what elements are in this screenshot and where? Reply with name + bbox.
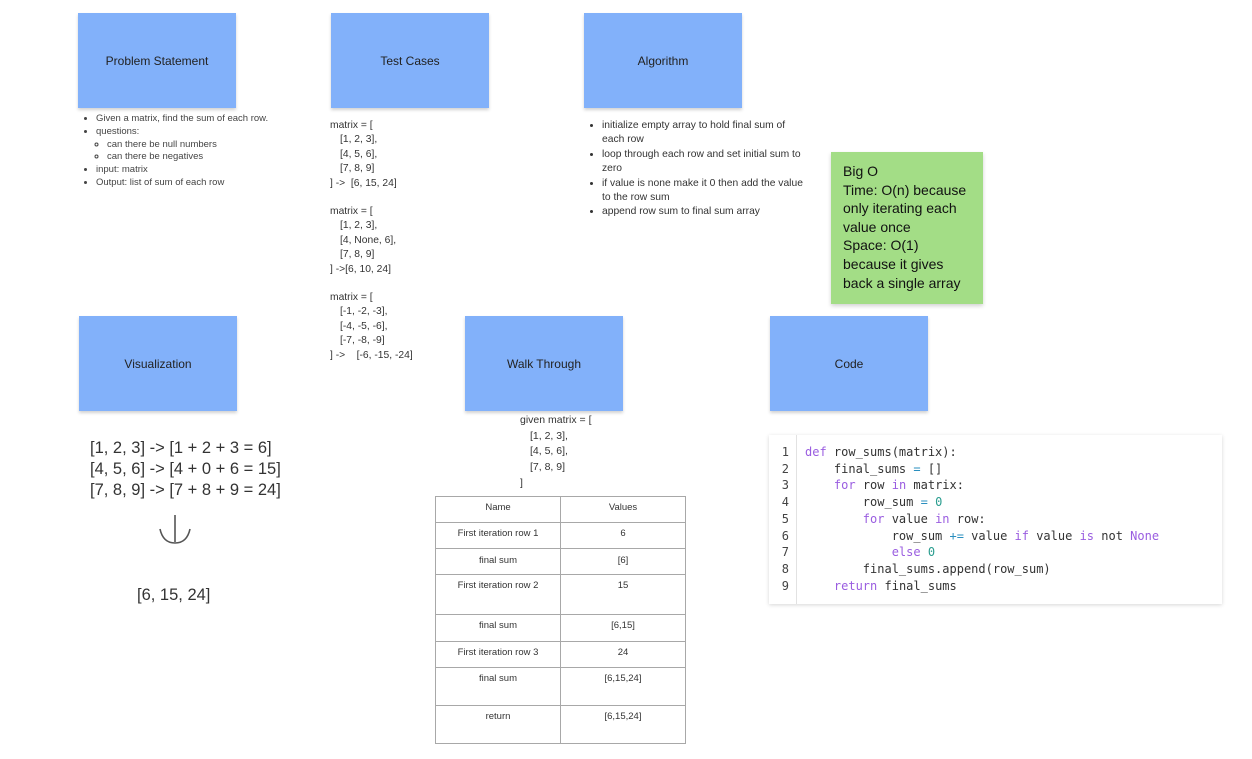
problem-notes: Given a matrix, find the sum of each row…: [80, 113, 320, 190]
table-row: final sum [6]: [435, 548, 686, 575]
visualization-result: [6, 15, 24]: [137, 586, 211, 604]
problem-statement-card[interactable]: Problem Statement: [78, 13, 236, 108]
card-label: Walk Through: [506, 356, 582, 371]
list-item: can there be negatives: [107, 151, 320, 164]
walk-through-card[interactable]: Walk Through: [465, 316, 623, 411]
table-header: Values: [560, 496, 686, 523]
algorithm-notes: initialize empty array to hold final sum…: [586, 119, 806, 220]
list-item: can there be null numbers: [107, 139, 320, 152]
list-item: loop through each row and set initial su…: [602, 148, 806, 177]
code-source: def row_sums(matrix): final_sums = [] fo…: [805, 445, 1160, 593]
visualization-text: [1, 2, 3] -> [1 + 2 + 3 = 6] [4, 5, 6] -…: [90, 439, 281, 499]
card-label: Test Cases: [380, 53, 440, 68]
big-o-sticky-note[interactable]: Big O Time: O(n) because only iterating …: [831, 152, 983, 304]
table-row: First iteration row 1 6: [435, 522, 686, 549]
algorithm-card[interactable]: Algorithm: [584, 13, 742, 108]
table-row: First iteration row 2 15: [435, 574, 686, 615]
test-case-3: matrix = [ [-1, -2, -3], [-4, -5, -6], […: [330, 292, 413, 361]
code-block[interactable]: 1 2 3 4 5 6 7 8 9 def row_sums(matrix): …: [769, 435, 1222, 604]
list-item: input: matrix: [96, 164, 320, 177]
list-item: if value is none make it 0 then add the …: [602, 177, 806, 206]
test-cases-text: matrix = [ [1, 2, 3], [4, 5, 6], [7, 8, …: [330, 119, 413, 377]
card-label: Problem Statement: [105, 53, 209, 68]
table-row: final sum [6,15,24]: [435, 667, 686, 706]
list-item: append row sum to final sum array: [602, 205, 806, 219]
card-label: Algorithm: [637, 53, 689, 68]
table-header: Name: [435, 496, 561, 523]
arrow-down-icon: [159, 515, 191, 544]
visualization-card[interactable]: Visualization: [79, 316, 237, 411]
walkthrough-table: Name Values First iteration row 1 6 fina…: [435, 496, 686, 744]
table-row: return [6,15,24]: [435, 705, 686, 744]
list-item: Output: list of sum of each row: [96, 177, 320, 190]
list-item: questions: can there be null numbers can…: [96, 126, 320, 164]
test-case-1: matrix = [ [1, 2, 3], [4, 5, 6], [7, 8, …: [330, 120, 397, 189]
list-item: Given a matrix, find the sum of each row…: [96, 113, 320, 126]
table-row: final sum [6,15]: [435, 614, 686, 642]
test-case-2: matrix = [ [1, 2, 3], [4, None, 6], [7, …: [330, 206, 397, 275]
card-label: Code: [834, 356, 864, 371]
table-row: First iteration row 3 24: [435, 641, 686, 668]
given-matrix: given matrix = [ [1, 2, 3], [4, 5, 6], […: [520, 414, 592, 489]
card-label: Visualization: [124, 356, 192, 371]
test-cases-card[interactable]: Test Cases: [331, 13, 489, 108]
list-item: initialize empty array to hold final sum…: [602, 119, 806, 148]
line-numbers: 1 2 3 4 5 6 7 8 9: [781, 445, 789, 593]
code-card[interactable]: Code: [770, 316, 928, 411]
gutter-divider: [796, 435, 797, 604]
